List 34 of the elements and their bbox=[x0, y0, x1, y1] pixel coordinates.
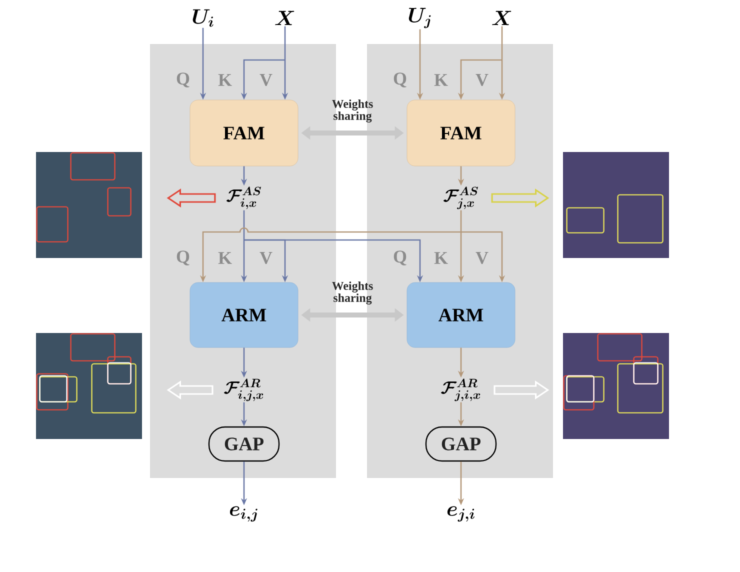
qkv-label: K bbox=[218, 74, 232, 86]
qkv-label: Q bbox=[394, 72, 406, 88]
photo-placeholder-drawing bbox=[36, 333, 142, 439]
qkv-label: K bbox=[434, 74, 448, 86]
module-box: FAM bbox=[406, 100, 516, 166]
photo-placeholder-drawing bbox=[36, 152, 142, 258]
qkv-label: V bbox=[260, 252, 272, 264]
pooling-node: GAP bbox=[208, 426, 280, 462]
feature-label: $\mathcal{F}^{AS}_{i,x}$ bbox=[226, 186, 261, 210]
pooling-node: GAP bbox=[425, 426, 497, 462]
qkv-label: V bbox=[476, 74, 488, 86]
feature-label: $\mathcal{F}^{AS}_{j,x}$ bbox=[443, 186, 478, 210]
module-box: FAM bbox=[190, 100, 298, 166]
photo-placeholder-drawing bbox=[563, 333, 669, 439]
qkv-label: Q bbox=[394, 250, 406, 266]
qkv-label: Q bbox=[176, 250, 190, 266]
edge-label: Weights sharing bbox=[332, 99, 373, 122]
qkv-label: V bbox=[476, 252, 488, 264]
module-box: ARM bbox=[190, 282, 298, 348]
photo-placeholder-drawing bbox=[563, 152, 669, 258]
math-label: $X$ bbox=[275, 10, 294, 26]
math-label: $e_{i,j}$ bbox=[230, 506, 258, 522]
module-box: ARM bbox=[406, 282, 516, 348]
math-label: $U_j$ bbox=[408, 8, 431, 28]
math-label: $e_{j,i}$ bbox=[447, 506, 474, 522]
feature-label: $\mathcal{F}^{AR}_{i,j,x}$ bbox=[224, 378, 264, 402]
feature-label: $\mathcal{F}^{AR}_{j,i,x}$ bbox=[441, 378, 480, 402]
qkv-label: K bbox=[218, 252, 232, 264]
edge-label: Weights sharing bbox=[332, 281, 373, 304]
math-label: $X$ bbox=[492, 10, 512, 26]
qkv-label: V bbox=[260, 74, 272, 86]
qkv-label: Q bbox=[176, 72, 190, 88]
qkv-label: K bbox=[434, 252, 448, 264]
math-label: $U_i$ bbox=[192, 9, 214, 27]
